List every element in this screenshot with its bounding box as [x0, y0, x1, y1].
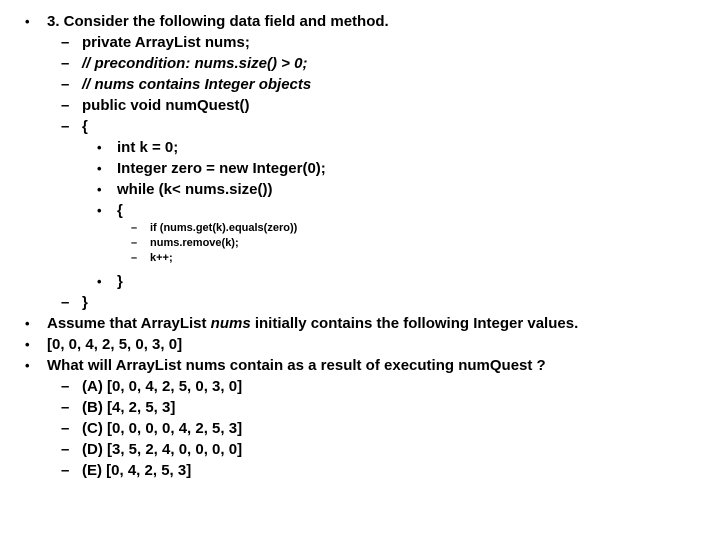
outline-item-text: while (k< nums.size()) [117, 181, 273, 198]
outline-item: • while (k< nums.size()) [0, 179, 720, 200]
outline-item-text: } [117, 273, 123, 290]
bullet-dash-icon: – [61, 294, 70, 311]
bullet-dot-icon: • [25, 358, 30, 373]
bullet-dash-icon: – [61, 55, 70, 72]
bullet-dot-icon: • [97, 274, 102, 289]
outline-item-text: { [82, 118, 88, 135]
outline-item-text: k++; [150, 252, 173, 264]
outline-item: •} [0, 271, 720, 292]
outline-item-text: [0, 0, 4, 2, 5, 0, 3, 0] [47, 336, 183, 353]
text-run-italic: nums [210, 315, 251, 332]
bullet-dash-icon: – [61, 420, 70, 437]
bullet-dash-icon: – [61, 76, 70, 93]
bullet-dot-icon: • [25, 337, 30, 352]
outline-item: –k++; [0, 251, 720, 266]
outline-item: • Integer zero = new Integer(0); [0, 158, 720, 179]
bullet-dash-icon: – [61, 118, 70, 135]
outline-item: –private ArrayList nums; [0, 32, 720, 53]
outline-item: •{ [0, 200, 720, 221]
outline-item-text: { [117, 202, 123, 219]
outline-item: –(B) [4, 2, 5, 3] [0, 397, 720, 418]
outline-item: –// precondition: nums.size() > 0; [0, 53, 720, 74]
bullet-dot-icon: • [97, 203, 102, 218]
outline-item: –(A) [0, 0, 4, 2, 5, 0, 3, 0] [0, 376, 720, 397]
outline-item-text: Integer zero = new Integer(0); [117, 160, 326, 177]
bullet-dot-icon: • [97, 140, 102, 155]
outline-item-text: 3. Consider the following data field and… [47, 13, 389, 30]
slide-outline-body: • 3. Consider the following data field an… [0, 11, 720, 481]
outline-item-text: nums.remove(k); [150, 237, 239, 249]
bullet-dot-icon: • [97, 182, 102, 197]
outline-item: –if (nums.get(k).equals(zero)) [0, 221, 720, 236]
outline-item: –(E) [0, 4, 2, 5, 3] [0, 460, 720, 481]
bullet-dash-icon: – [61, 441, 70, 458]
outline-item: –} [0, 292, 720, 313]
bullet-dash-icon: – [61, 34, 70, 51]
outline-item-text: (C) [0, 0, 0, 0, 4, 2, 5, 3] [82, 420, 243, 437]
outline-item-text: What will ArrayList nums contain as a re… [47, 357, 546, 374]
outline-item: –// nums contains Integer objects [0, 74, 720, 95]
outline-item-text: if (nums.get(k).equals(zero)) [150, 222, 298, 234]
outline-item: –(D) [3, 5, 2, 4, 0, 0, 0, 0] [0, 439, 720, 460]
bullet-dash-icon: – [61, 399, 70, 416]
bullet-dot-icon: • [25, 14, 30, 29]
outline-item: –{ [0, 116, 720, 137]
outline-item: • [0, 0, 4, 2, 5, 0, 3, 0] [0, 334, 720, 355]
outline-item-text: public void numQuest() [82, 97, 250, 114]
outline-item-text: // nums contains Integer objects [82, 76, 312, 93]
bullet-dash-icon: – [61, 97, 70, 114]
outline-item-text: // precondition: nums.size() > 0; [82, 55, 308, 72]
outline-item: –public void numQuest() [0, 95, 720, 116]
bullet-dash-icon: – [61, 462, 70, 479]
outline-item: • int k = 0; [0, 137, 720, 158]
bullet-dash-icon: – [61, 378, 70, 395]
bullet-dot-icon: • [25, 316, 30, 331]
outline-item-text: (B) [4, 2, 5, 3] [82, 399, 176, 416]
outline-item: • What will ArrayList nums contain as a r… [0, 355, 720, 376]
outline-item: • 3. Consider the following data field an… [0, 11, 720, 32]
outline-item-text: } [82, 294, 88, 311]
outline-item-text: int k = 0; [117, 139, 179, 156]
outline-item-text: private ArrayList nums; [82, 34, 250, 51]
outline-item: –nums.remove(k); [0, 236, 720, 251]
text-run: Assume that ArrayList [47, 315, 211, 332]
bullet-dot-icon: • [97, 161, 102, 176]
bullet-dash-icon: – [131, 222, 138, 234]
outline-item-text: (D) [3, 5, 2, 4, 0, 0, 0, 0] [82, 441, 243, 458]
outline-item-text: (E) [0, 4, 2, 5, 3] [82, 462, 192, 479]
outline-item-text: (A) [0, 0, 4, 2, 5, 0, 3, 0] [82, 378, 243, 395]
bullet-dash-icon: – [131, 237, 138, 249]
outline-item: • Assume that ArrayList nums initially co… [0, 313, 720, 334]
outline-item-text: Assume that ArrayList nums initially con… [47, 313, 578, 334]
text-run: initially contains the following Integer… [250, 315, 579, 332]
bullet-dash-icon: – [131, 252, 138, 264]
outline-item: –(C) [0, 0, 0, 0, 4, 2, 5, 3] [0, 418, 720, 439]
